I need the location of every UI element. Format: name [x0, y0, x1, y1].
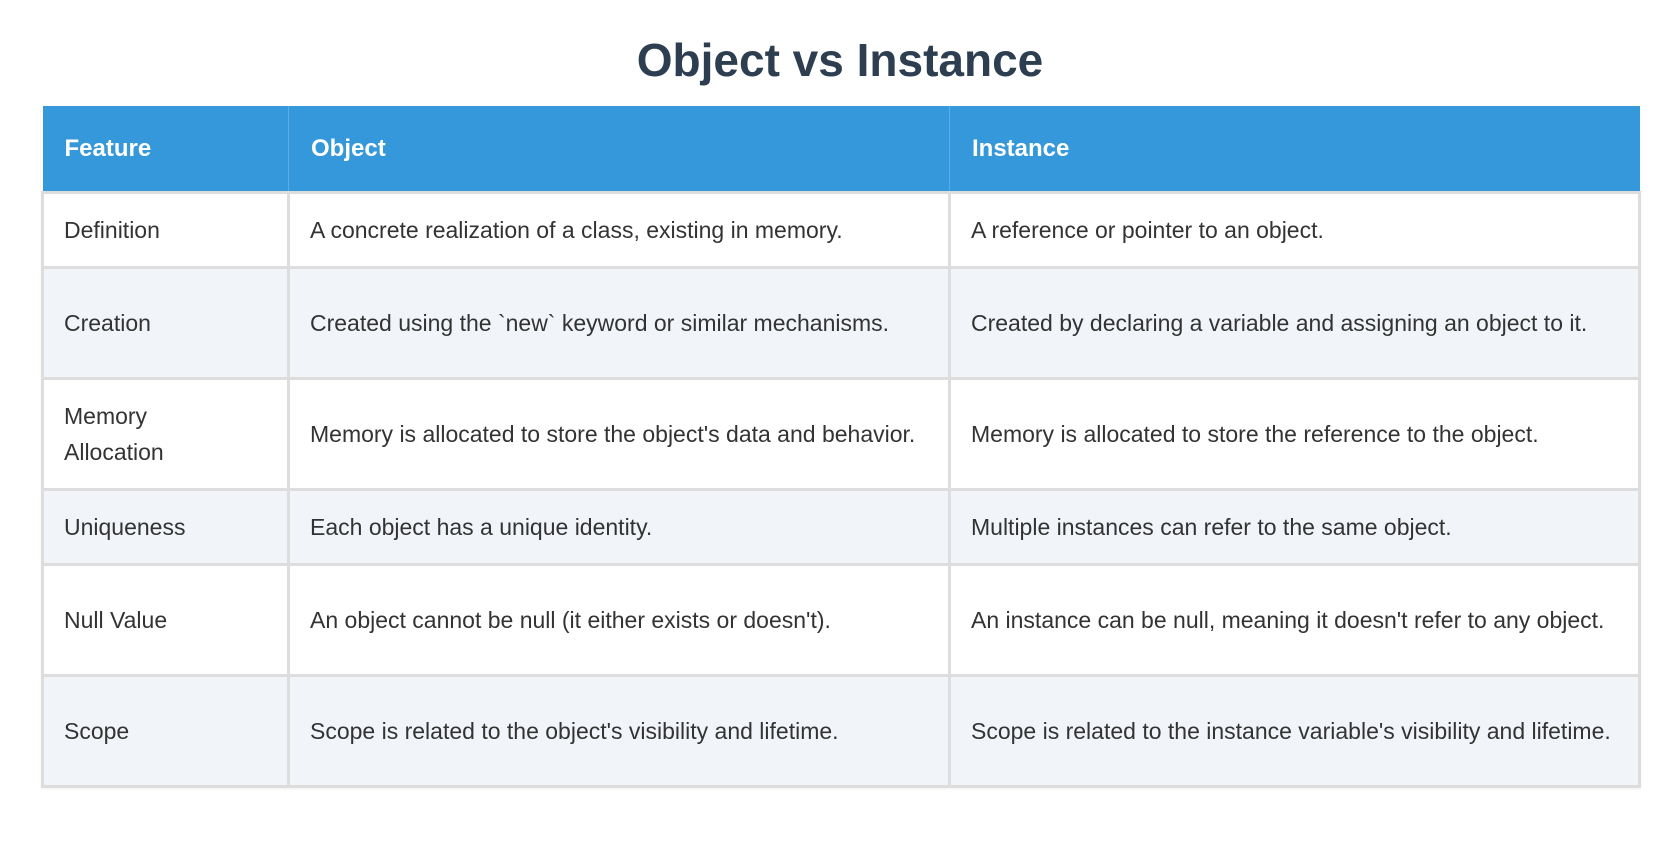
instance-cell: A reference or pointer to an object.	[948, 191, 1641, 269]
object-cell: A concrete realization of a class, exist…	[287, 191, 951, 269]
header-instance: Instance	[949, 106, 1640, 194]
object-cell: Each object has a unique identity.	[287, 488, 951, 566]
instance-cell: An instance can be null, meaning it does…	[948, 563, 1641, 677]
header-row: Feature Object Instance	[42, 106, 1640, 194]
object-cell: Created using the `new` keyword or simil…	[287, 266, 951, 380]
instance-cell: Multiple instances can refer to the same…	[948, 488, 1641, 566]
table-row: Memory Allocation Memory is allocated to…	[41, 377, 1641, 491]
feature-cell: Uniqueness	[41, 488, 290, 566]
feature-cell: Scope	[41, 674, 290, 788]
instance-cell: Scope is related to the instance variabl…	[948, 674, 1641, 788]
page-title: Object vs Instance	[636, 34, 1044, 86]
feature-cell: Creation	[41, 266, 290, 380]
table-row: Uniqueness Each object has a unique iden…	[41, 488, 1641, 566]
table-row: Definition A concrete realization of a c…	[41, 191, 1641, 269]
feature-cell: Definition	[41, 191, 290, 269]
table-row: Creation Created using the `new` keyword…	[41, 266, 1641, 380]
instance-cell: Memory is allocated to store the referen…	[948, 377, 1641, 491]
comparison-table-container: Feature Object Instance Definition A con…	[41, 106, 1641, 788]
object-cell: Memory is allocated to store the object'…	[287, 377, 951, 491]
feature-cell: Memory Allocation	[41, 377, 290, 491]
table-row: Null Value An object cannot be null (it …	[41, 563, 1641, 677]
instance-cell: Created by declaring a variable and assi…	[948, 266, 1641, 380]
object-cell: Scope is related to the object's visibil…	[287, 674, 951, 788]
table-body: Definition A concrete realization of a c…	[41, 191, 1641, 788]
comparison-table: Feature Object Instance Definition A con…	[41, 106, 1641, 788]
table-header: Feature Object Instance	[42, 106, 1640, 194]
header-object: Object	[288, 106, 950, 194]
object-cell: An object cannot be null (it either exis…	[287, 563, 951, 677]
table-row: Scope Scope is related to the object's v…	[41, 674, 1641, 788]
header-feature: Feature	[42, 106, 289, 194]
feature-cell: Null Value	[41, 563, 290, 677]
